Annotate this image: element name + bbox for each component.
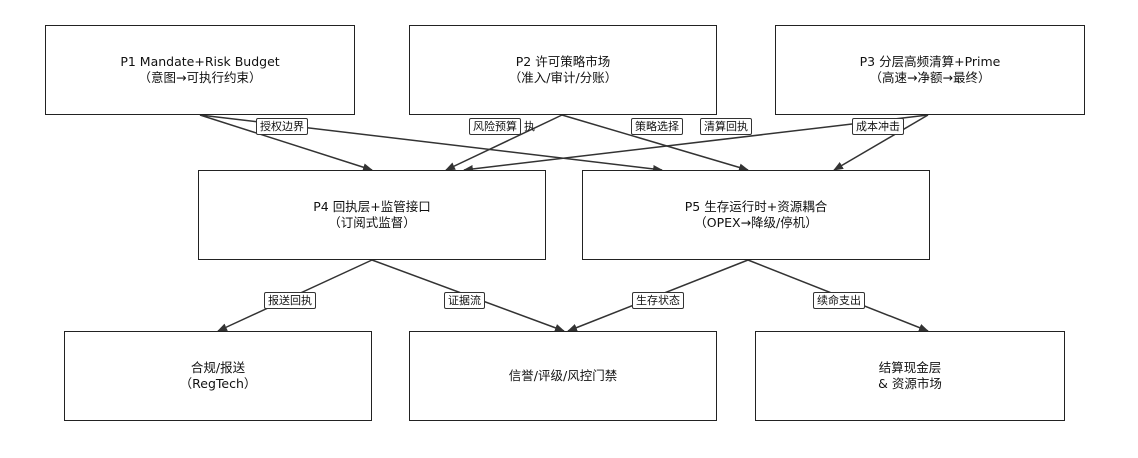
- node-p2: P2 许可策略市场 （准入/审计/分账）: [409, 25, 717, 115]
- node-reputation-title: 信誉/评级/风控门禁: [508, 368, 618, 383]
- node-p3-title: P3 分层高频清算+Prime: [859, 54, 1001, 69]
- edge-label-survival-state: 生存状态: [632, 292, 684, 309]
- edge-label-risk-budget: 风险预算: [469, 118, 521, 135]
- edge-p1-p4: [199, 114, 373, 172]
- node-p2-subtitle: （准入/审计/分账）: [508, 70, 618, 85]
- edge-p2-p5: [561, 114, 749, 172]
- node-p5: P5 生存运行时+资源耦合 （OPEX→降级/停机）: [582, 170, 930, 260]
- edge-p2-p4: [445, 114, 563, 171]
- node-p5-subtitle: （OPEX→降级/停机）: [694, 215, 818, 230]
- node-p1-title: P1 Mandate+Risk Budget: [120, 54, 280, 69]
- node-regtech-title: 合规/报送: [190, 360, 246, 375]
- edge-label-exec: 执: [524, 120, 535, 133]
- edge-label-clearing-receipt: 清算回执: [700, 118, 752, 135]
- edge-label-evidence-flow: 证据流: [444, 292, 485, 309]
- node-p4-title: P4 回执层+监管接口: [313, 199, 431, 214]
- node-p1-subtitle: （意图→可执行约束）: [138, 70, 262, 85]
- edge-label-auth-boundary: 授权边界: [256, 118, 308, 135]
- edge-label-strategy-select: 策略选择: [631, 118, 683, 135]
- node-regtech-subtitle: （RegTech）: [179, 376, 257, 391]
- edge-p3-p4: [463, 114, 929, 173]
- edge-label-cost-shock: 成本冲击: [852, 118, 904, 135]
- node-settlement: 结算现金层 & 资源市场: [755, 331, 1065, 421]
- node-p4-subtitle: （订阅式监督）: [328, 215, 416, 230]
- node-p4: P4 回执层+监管接口 （订阅式监督）: [198, 170, 546, 260]
- node-p5-title: P5 生存运行时+资源耦合: [684, 199, 828, 214]
- edge-label-report-receipt: 报送回执: [264, 292, 316, 309]
- edge-label-renewal-spend: 续命支出: [813, 292, 865, 309]
- node-p3: P3 分层高频清算+Prime （高速→净额→最终）: [775, 25, 1085, 115]
- node-settlement-subtitle: & 资源市场: [878, 376, 942, 391]
- node-settlement-title: 结算现金层: [878, 360, 942, 375]
- node-reputation: 信誉/评级/风控门禁: [409, 331, 717, 421]
- node-p3-subtitle: （高速→净额→最终）: [869, 70, 991, 85]
- node-p2-title: P2 许可策略市场: [515, 54, 611, 69]
- edge-p3-p5: [833, 114, 929, 171]
- node-p1: P1 Mandate+Risk Budget （意图→可执行约束）: [45, 25, 355, 115]
- node-regtech: 合规/报送 （RegTech）: [64, 331, 372, 421]
